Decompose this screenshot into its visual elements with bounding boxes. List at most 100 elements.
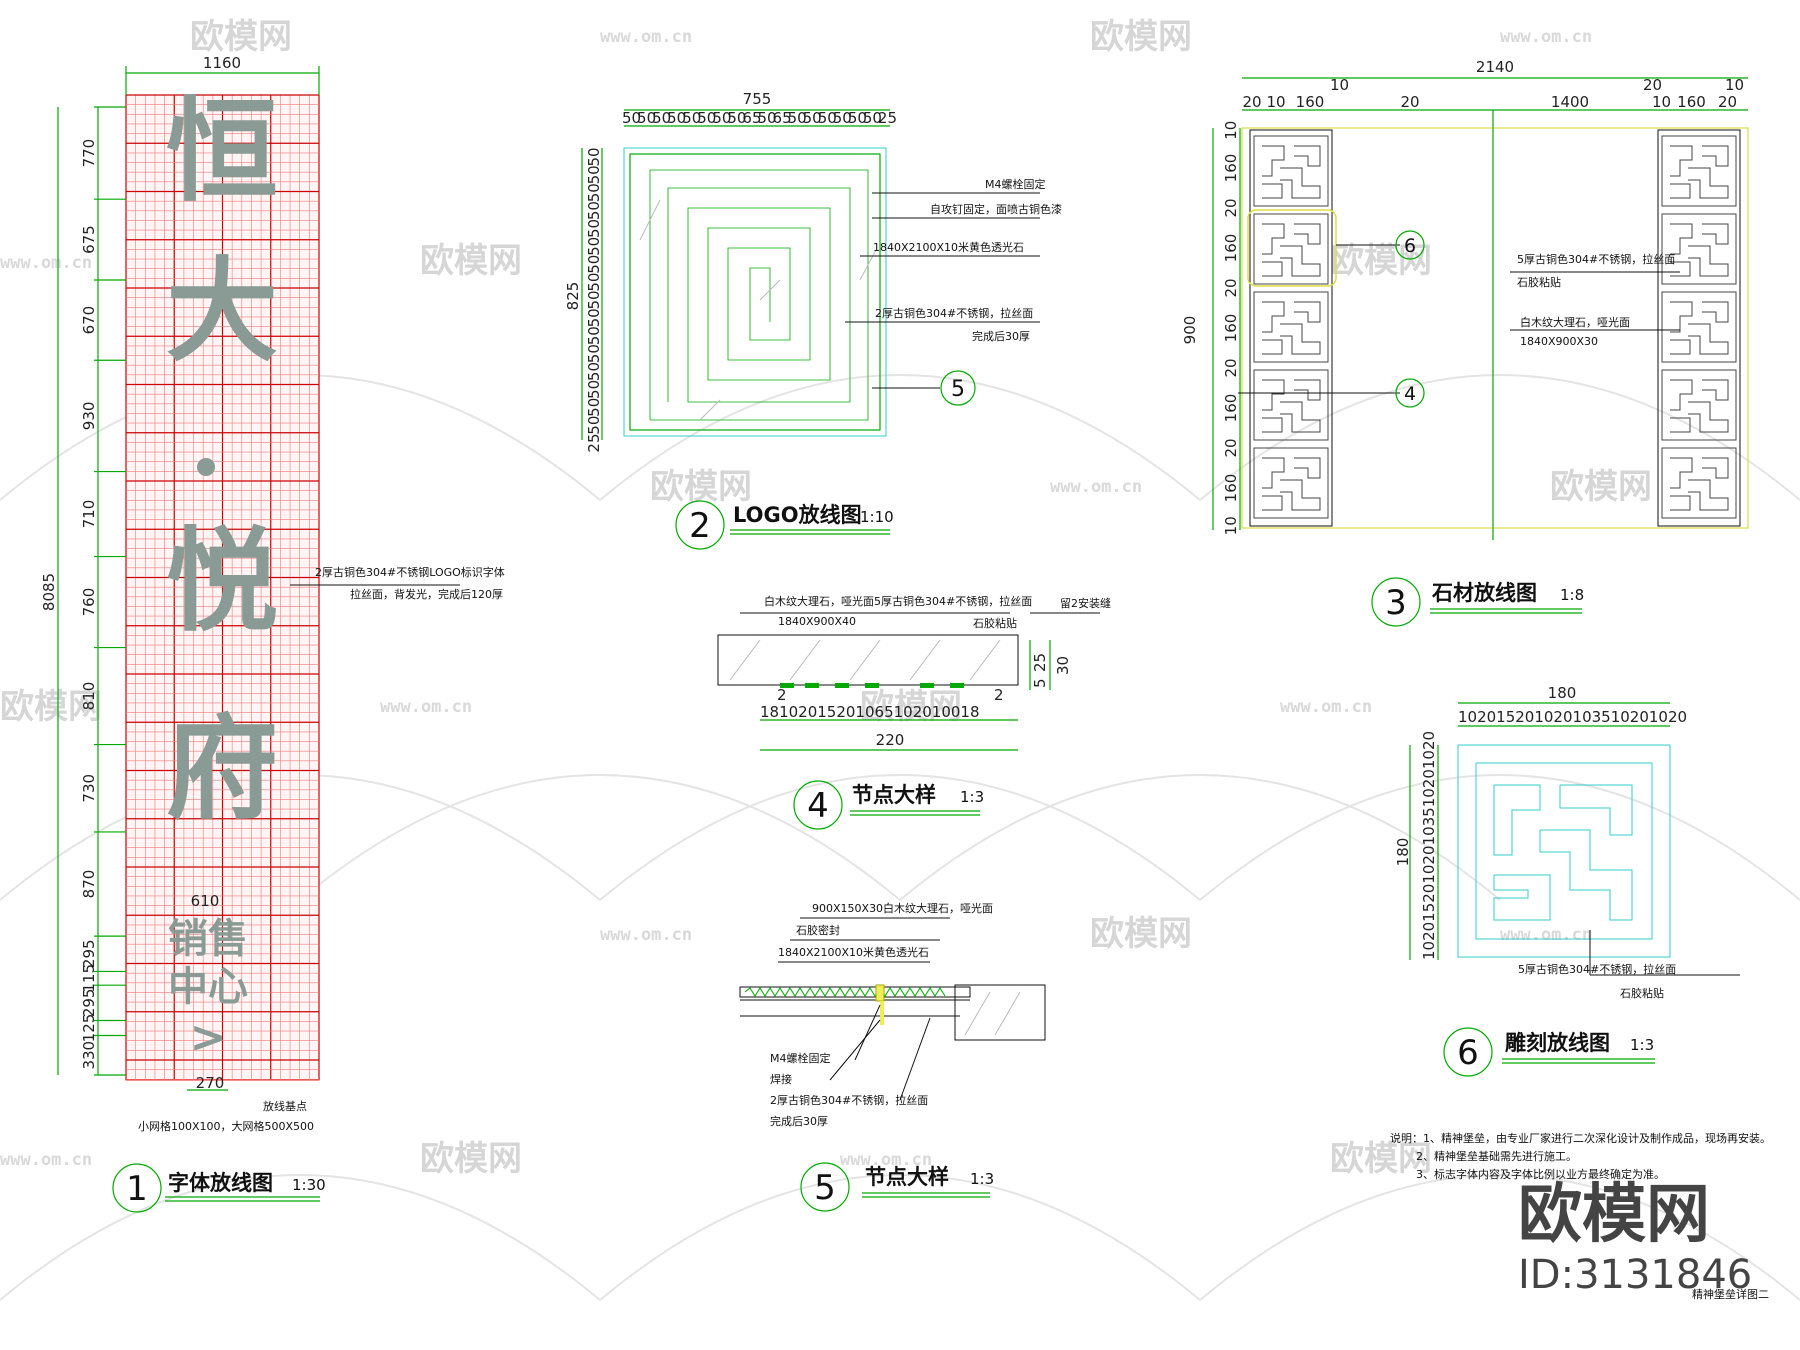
big-char-1: 恒 bbox=[166, 87, 278, 217]
watermark-logo: 欧模网 bbox=[1090, 17, 1192, 57]
small-text-2: 中心 bbox=[168, 964, 248, 1010]
left-dim-label: 50 bbox=[585, 201, 603, 220]
tile-pattern bbox=[1688, 245, 1729, 277]
top-dim-label: 20 bbox=[1718, 93, 1737, 111]
tile-pattern bbox=[1262, 339, 1283, 355]
left-dim-label: 50 bbox=[585, 147, 603, 166]
r-dim-1: 5 bbox=[1031, 678, 1049, 688]
top-dim-label: 50 bbox=[833, 109, 852, 127]
drawing-title: 雕刻放线图 bbox=[1505, 1031, 1610, 1055]
top-sub-3: 10 bbox=[1725, 76, 1744, 94]
tile-pattern bbox=[1262, 417, 1283, 433]
top-dim-label: 10 bbox=[1652, 93, 1671, 111]
top-dim-label: 1400 bbox=[1551, 93, 1589, 111]
left-dim-label: 160 bbox=[1222, 474, 1240, 503]
side-dim-label: 930 bbox=[80, 402, 98, 431]
tile-pattern bbox=[1280, 479, 1321, 511]
r-dim-2: 25 bbox=[1031, 653, 1049, 672]
left-dim-label: 50 bbox=[585, 255, 603, 274]
tile-pattern bbox=[1670, 379, 1693, 411]
watermark-url: www.om.cn bbox=[0, 1150, 92, 1170]
top-total: 755 bbox=[743, 90, 772, 108]
tile-pattern bbox=[1280, 401, 1321, 433]
side-dim-label: 115 bbox=[80, 964, 98, 993]
left-dim-label: 50 bbox=[585, 398, 603, 417]
title-circle bbox=[112, 1163, 162, 1213]
carving-tile bbox=[1661, 291, 1737, 363]
logo-panel bbox=[623, 147, 887, 437]
dim-bottom: 270 bbox=[196, 1074, 225, 1092]
logo-inner bbox=[629, 153, 881, 431]
tile-pattern bbox=[1688, 401, 1729, 433]
tile-pattern bbox=[1262, 145, 1285, 177]
watermark-logo: 欧模网 bbox=[1550, 467, 1652, 507]
marble-section bbox=[717, 634, 1019, 686]
side-dim-label: 710 bbox=[80, 500, 98, 529]
carving-tile bbox=[1661, 369, 1737, 441]
drawing-scale: 1:10 bbox=[860, 508, 894, 526]
top-dim-label: 50 bbox=[637, 109, 656, 127]
left-dim-label: 50 bbox=[585, 290, 603, 309]
left-dim-label: 50 bbox=[585, 237, 603, 256]
title-number: 5 bbox=[814, 1168, 836, 1208]
sheet-name: 精神堡垒详图二 bbox=[1692, 1287, 1769, 1301]
tile-pattern bbox=[1702, 457, 1729, 479]
left-dim-label: 50 bbox=[585, 344, 603, 363]
dim-total: 8085 bbox=[40, 573, 58, 611]
note-1: 5厚古铜色304#不锈钢，拉丝面 bbox=[1518, 962, 1676, 976]
left-dim-label: 25 bbox=[585, 434, 603, 453]
tile-pattern bbox=[1688, 167, 1729, 199]
side-dim-label: 125 bbox=[80, 1014, 98, 1043]
watermark-url: www.om.cn bbox=[840, 1150, 932, 1170]
watermark-logo: 欧模网 bbox=[0, 687, 102, 727]
top-dim-label: 50 bbox=[818, 109, 837, 127]
drawing-title: 节点大样 bbox=[852, 783, 936, 807]
watermark-logo: 欧模网 bbox=[1090, 914, 1192, 954]
top-dim-label: 50 bbox=[697, 109, 716, 127]
watermark-logo: 欧模网 bbox=[190, 17, 292, 57]
callout-box bbox=[1247, 209, 1337, 287]
watermark-logo: 欧模网 bbox=[650, 467, 752, 507]
tile-pattern bbox=[1702, 379, 1729, 401]
note-7: 完成后30厚 bbox=[770, 1114, 828, 1128]
tile-pattern bbox=[1280, 323, 1321, 355]
note-1: 5厚古铜色304#不锈钢，拉丝面 bbox=[1517, 252, 1675, 266]
grid-note: 小网格100X100，大网格500X500 bbox=[138, 1119, 314, 1133]
note-2: 石胶粘贴 bbox=[1517, 275, 1561, 289]
big-char-4: 府 bbox=[166, 705, 278, 835]
top-dim-label: 50 bbox=[757, 109, 776, 127]
top-dim-label: 65 bbox=[773, 109, 792, 127]
note-2: 1840X900X40 bbox=[778, 615, 856, 628]
carving-panel bbox=[1457, 744, 1671, 958]
side-dim-label: 295 bbox=[80, 939, 98, 968]
tile-pattern bbox=[1262, 301, 1285, 333]
tile-pattern bbox=[1702, 223, 1729, 245]
top-dim-label: 50 bbox=[788, 109, 807, 127]
logo-spiral bbox=[649, 169, 869, 421]
drawing-2-logo-layout: 755 505050505050505065506550505050505025… bbox=[564, 90, 1062, 550]
dot-mark bbox=[197, 458, 215, 476]
left-dim-label: 50 bbox=[585, 380, 603, 399]
watermark-logo: 欧模网 bbox=[420, 1139, 522, 1179]
tile-pattern bbox=[1702, 301, 1729, 323]
watermark-url: www.om.cn bbox=[380, 697, 472, 717]
title-number: 6 bbox=[1457, 1033, 1479, 1073]
top-dims: 102015201020103510201020 bbox=[1458, 708, 1687, 726]
top-dim-label: 65 bbox=[742, 109, 761, 127]
note-3: 5厚古铜色304#不锈钢，拉丝面 bbox=[874, 594, 1032, 608]
top-dim-label: 10 bbox=[1266, 93, 1285, 111]
left-dim-label: 10 bbox=[1222, 121, 1240, 140]
watermark-logo: 欧模网 bbox=[1330, 241, 1432, 281]
start-point-label: 放线基点 bbox=[263, 1099, 307, 1113]
top-dim-label: 50 bbox=[667, 109, 686, 127]
tile-pattern bbox=[1670, 339, 1691, 355]
drawing-scale: 1:3 bbox=[960, 788, 984, 806]
note-5: 留2安装缝 bbox=[1060, 596, 1111, 610]
general-notes: 说明：1、精神堡垒，由专业厂家进行二次深化设计及制作成品，现场再安装。 2、精神… bbox=[1390, 1131, 1771, 1181]
side-dim-label: 870 bbox=[80, 870, 98, 899]
side-dim-label: 810 bbox=[80, 682, 98, 711]
note-6: 2厚古铜色304#不锈钢，拉丝面 bbox=[770, 1093, 928, 1107]
left-dim-label: 20 bbox=[1222, 198, 1240, 217]
